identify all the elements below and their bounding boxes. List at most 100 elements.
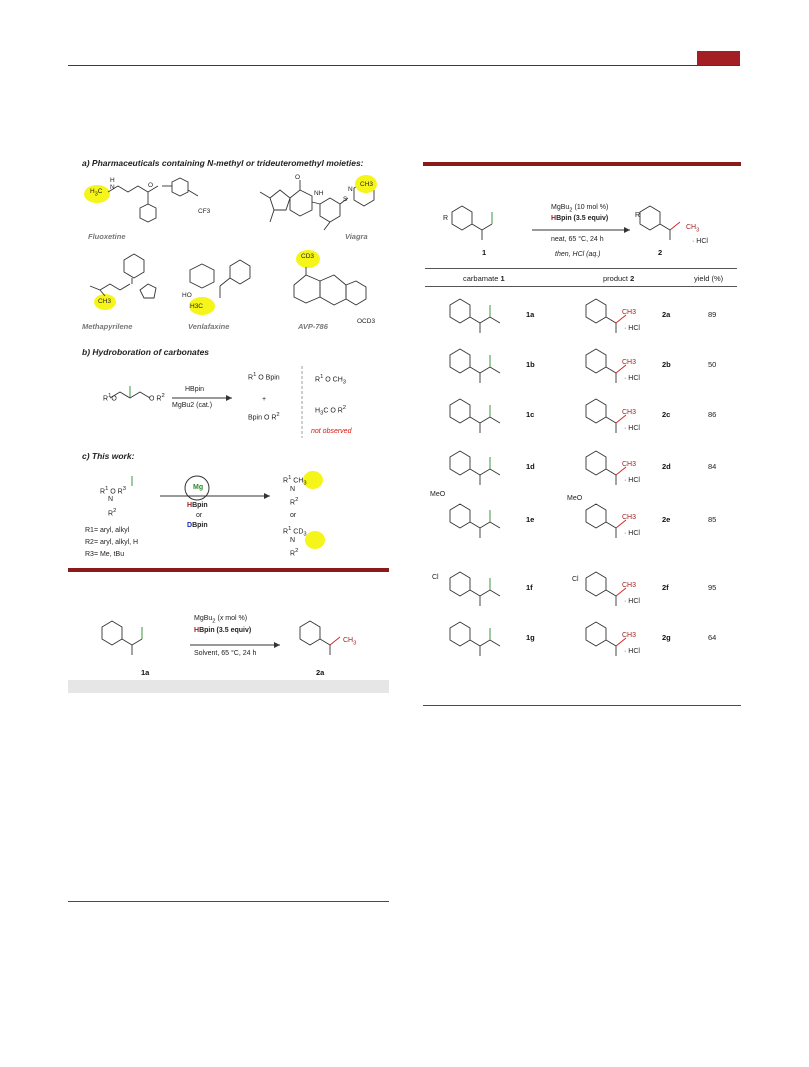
product-ch3: CH3 <box>622 359 637 366</box>
viagra-structure <box>259 175 377 231</box>
fig3-hcl: · HCl <box>692 238 708 245</box>
fig3-sm-label: 1 <box>482 248 487 257</box>
product-label: 2c <box>662 410 671 419</box>
dbpin-c: DBpin <box>187 522 208 529</box>
carbamate-label: 1b <box>526 360 535 369</box>
or-c: or <box>196 512 203 519</box>
product-structure <box>585 571 627 606</box>
product-structure <box>585 298 627 333</box>
product-ch3-r2: R2 <box>290 497 299 507</box>
row-e-meo-sm: MeO <box>430 491 446 498</box>
product-or: or <box>290 512 297 519</box>
product-ch3: CH3 <box>622 461 637 468</box>
product-structure <box>585 621 627 656</box>
product-hcl: · HCl <box>624 425 640 432</box>
viagra-n: N <box>348 186 353 193</box>
product-cd3: R1 CD3 <box>283 526 307 538</box>
row-f-cl-prod: Cl <box>572 576 579 583</box>
carbamate-structure <box>449 621 501 656</box>
avp786-cd3: CD3 <box>301 253 315 260</box>
col-header-carbamate: carbamate 1 <box>463 274 505 283</box>
fig3-r-prod: R <box>635 212 641 219</box>
venlafaxine-h3c: H3C <box>190 303 204 310</box>
product-cd3-r2: R2 <box>290 548 299 558</box>
carbamate-structure <box>449 450 501 485</box>
viagra-ch3: CH3 <box>360 181 374 188</box>
fig3-header-bottom-rule <box>425 286 737 287</box>
drug-name-fluoxetine: Fluoxetine <box>88 232 126 241</box>
prod-r1och3: R1 O CH3 <box>315 374 347 386</box>
carbamate-label: 1f <box>526 583 533 592</box>
fig3-cond4: then, HCl (aq.) <box>555 251 601 258</box>
product-structure <box>585 450 627 485</box>
fig3-cond3: neat, 65 °C, 24 h <box>551 236 604 243</box>
carbamate-structure <box>449 503 501 538</box>
fig1-c-title: c) This work: <box>82 451 135 461</box>
yield-value: 84 <box>708 462 717 471</box>
prod-bpino: Bpin O R2 <box>248 412 280 422</box>
yield-value: 50 <box>708 360 717 369</box>
product-hcl: · HCl <box>624 477 640 484</box>
venlafaxine-ho: HO <box>182 292 192 299</box>
fluoxetine-structure <box>84 177 199 223</box>
product-ch3: CH3 <box>622 514 637 521</box>
carb-o: O R2 <box>149 393 165 403</box>
fluoxetine-cf3: CF3 <box>198 208 211 215</box>
row-e-meo-prod: MeO <box>567 495 583 502</box>
carbamate-r2: R2 <box>108 508 117 518</box>
fig3-cond1: MgBu2 (10 mol %) <box>551 204 609 214</box>
product-ch3: CH3 <box>622 632 637 639</box>
product-cd3-n: N <box>290 537 296 544</box>
carbamate-structure <box>449 571 501 606</box>
row-f-cl-sm: Cl <box>432 574 439 581</box>
fig3-prod-label: 2 <box>658 248 663 257</box>
header-rule <box>68 65 740 66</box>
r3-def: R3= Me, tBu <box>85 551 125 558</box>
fig2-scheme <box>101 620 341 655</box>
fig1-bottom-rule <box>68 568 389 572</box>
product-hcl: · HCl <box>624 375 640 382</box>
product-structure <box>585 348 627 383</box>
product-label: 2e <box>662 515 671 524</box>
mgbu2-cat: MgBu2 (cat.) <box>172 402 213 409</box>
avp786-ocd3: OCD3 <box>357 318 376 325</box>
yield-value: 95 <box>708 583 717 592</box>
fig2-cond2: HBpin (3.5 equiv) <box>194 627 252 634</box>
fluoxetine-o: O <box>148 182 154 189</box>
not-observed: not observed <box>311 428 352 435</box>
carbamate-structure <box>449 398 501 433</box>
drug-name-methapyrilene: Methapyrilene <box>82 322 133 331</box>
product-structure <box>585 398 627 433</box>
col-header-product: product 2 <box>603 274 635 283</box>
carbamate-label: 1d <box>526 462 535 471</box>
drug-name-venlafaxine: Venlafaxine <box>188 322 230 331</box>
plus-sign: + <box>262 396 267 403</box>
fig2-sm-label: 1a <box>141 668 150 677</box>
product-ch3: CH3 <box>622 582 637 589</box>
col-header-yield: yield (%) <box>694 274 724 283</box>
fig2-ch3: CH3 <box>343 637 357 647</box>
fluoxetine-h3c: H3C <box>90 188 103 198</box>
product-ch3: R1 CH3 <box>283 475 307 487</box>
fig1-a-title: a) Pharmaceuticals containing N-methyl o… <box>82 158 364 168</box>
product-ch3: CH3 <box>622 409 637 416</box>
product-structure <box>585 503 627 538</box>
r1-def: R1= aryl, alkyl <box>85 527 130 534</box>
product-hcl: · HCl <box>624 530 640 537</box>
carbamate-label: 1e <box>526 515 535 524</box>
product-label: 2f <box>662 583 669 592</box>
venlafaxine-structure <box>189 259 251 315</box>
r2-def: R2= aryl, alkyl, H <box>85 539 139 546</box>
prod-h3cor2: H3C O R2 <box>315 405 347 417</box>
product-ch3: CH3 <box>622 309 637 316</box>
drug-name-viagra: Viagra <box>345 232 368 241</box>
product-hcl: · HCl <box>624 325 640 332</box>
viagra-o: O <box>295 174 301 181</box>
product-label: 2g <box>662 633 671 642</box>
methapyrilene-structure <box>89 253 157 310</box>
carbamate-structure <box>449 298 501 333</box>
this-work-scheme <box>131 471 325 549</box>
carbamate-structure <box>449 348 501 383</box>
fig3-cond2: HBpin (3.5 equiv) <box>551 215 609 222</box>
